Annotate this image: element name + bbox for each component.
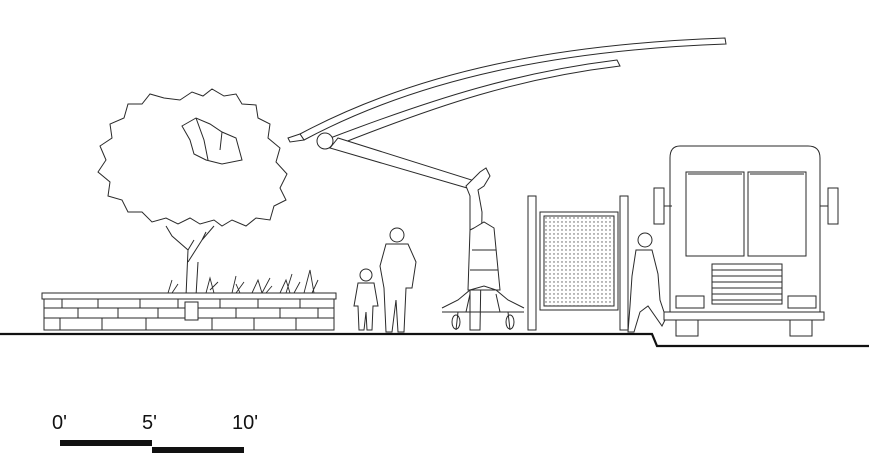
- bench: [441, 285, 525, 331]
- scale-label-0: 0': [52, 412, 67, 434]
- ground-line: [0, 332, 869, 348]
- perforated-screen: [527, 195, 629, 331]
- stone-planter: [41, 292, 337, 331]
- tree-icon: [97, 88, 288, 297]
- curved-canopy: [287, 37, 727, 150]
- scale-label-5: 5': [142, 412, 157, 434]
- scale-bar: [60, 440, 244, 453]
- child-figure: [353, 268, 379, 331]
- scale-segment-5-10: [152, 447, 244, 453]
- scale-label-10: 10': [232, 412, 259, 434]
- bus-front: [653, 145, 839, 337]
- adult-figure: [379, 227, 417, 333]
- planter-plants: [167, 269, 319, 294]
- walking-person: [627, 232, 667, 333]
- scale-segment-0-5: [60, 440, 152, 446]
